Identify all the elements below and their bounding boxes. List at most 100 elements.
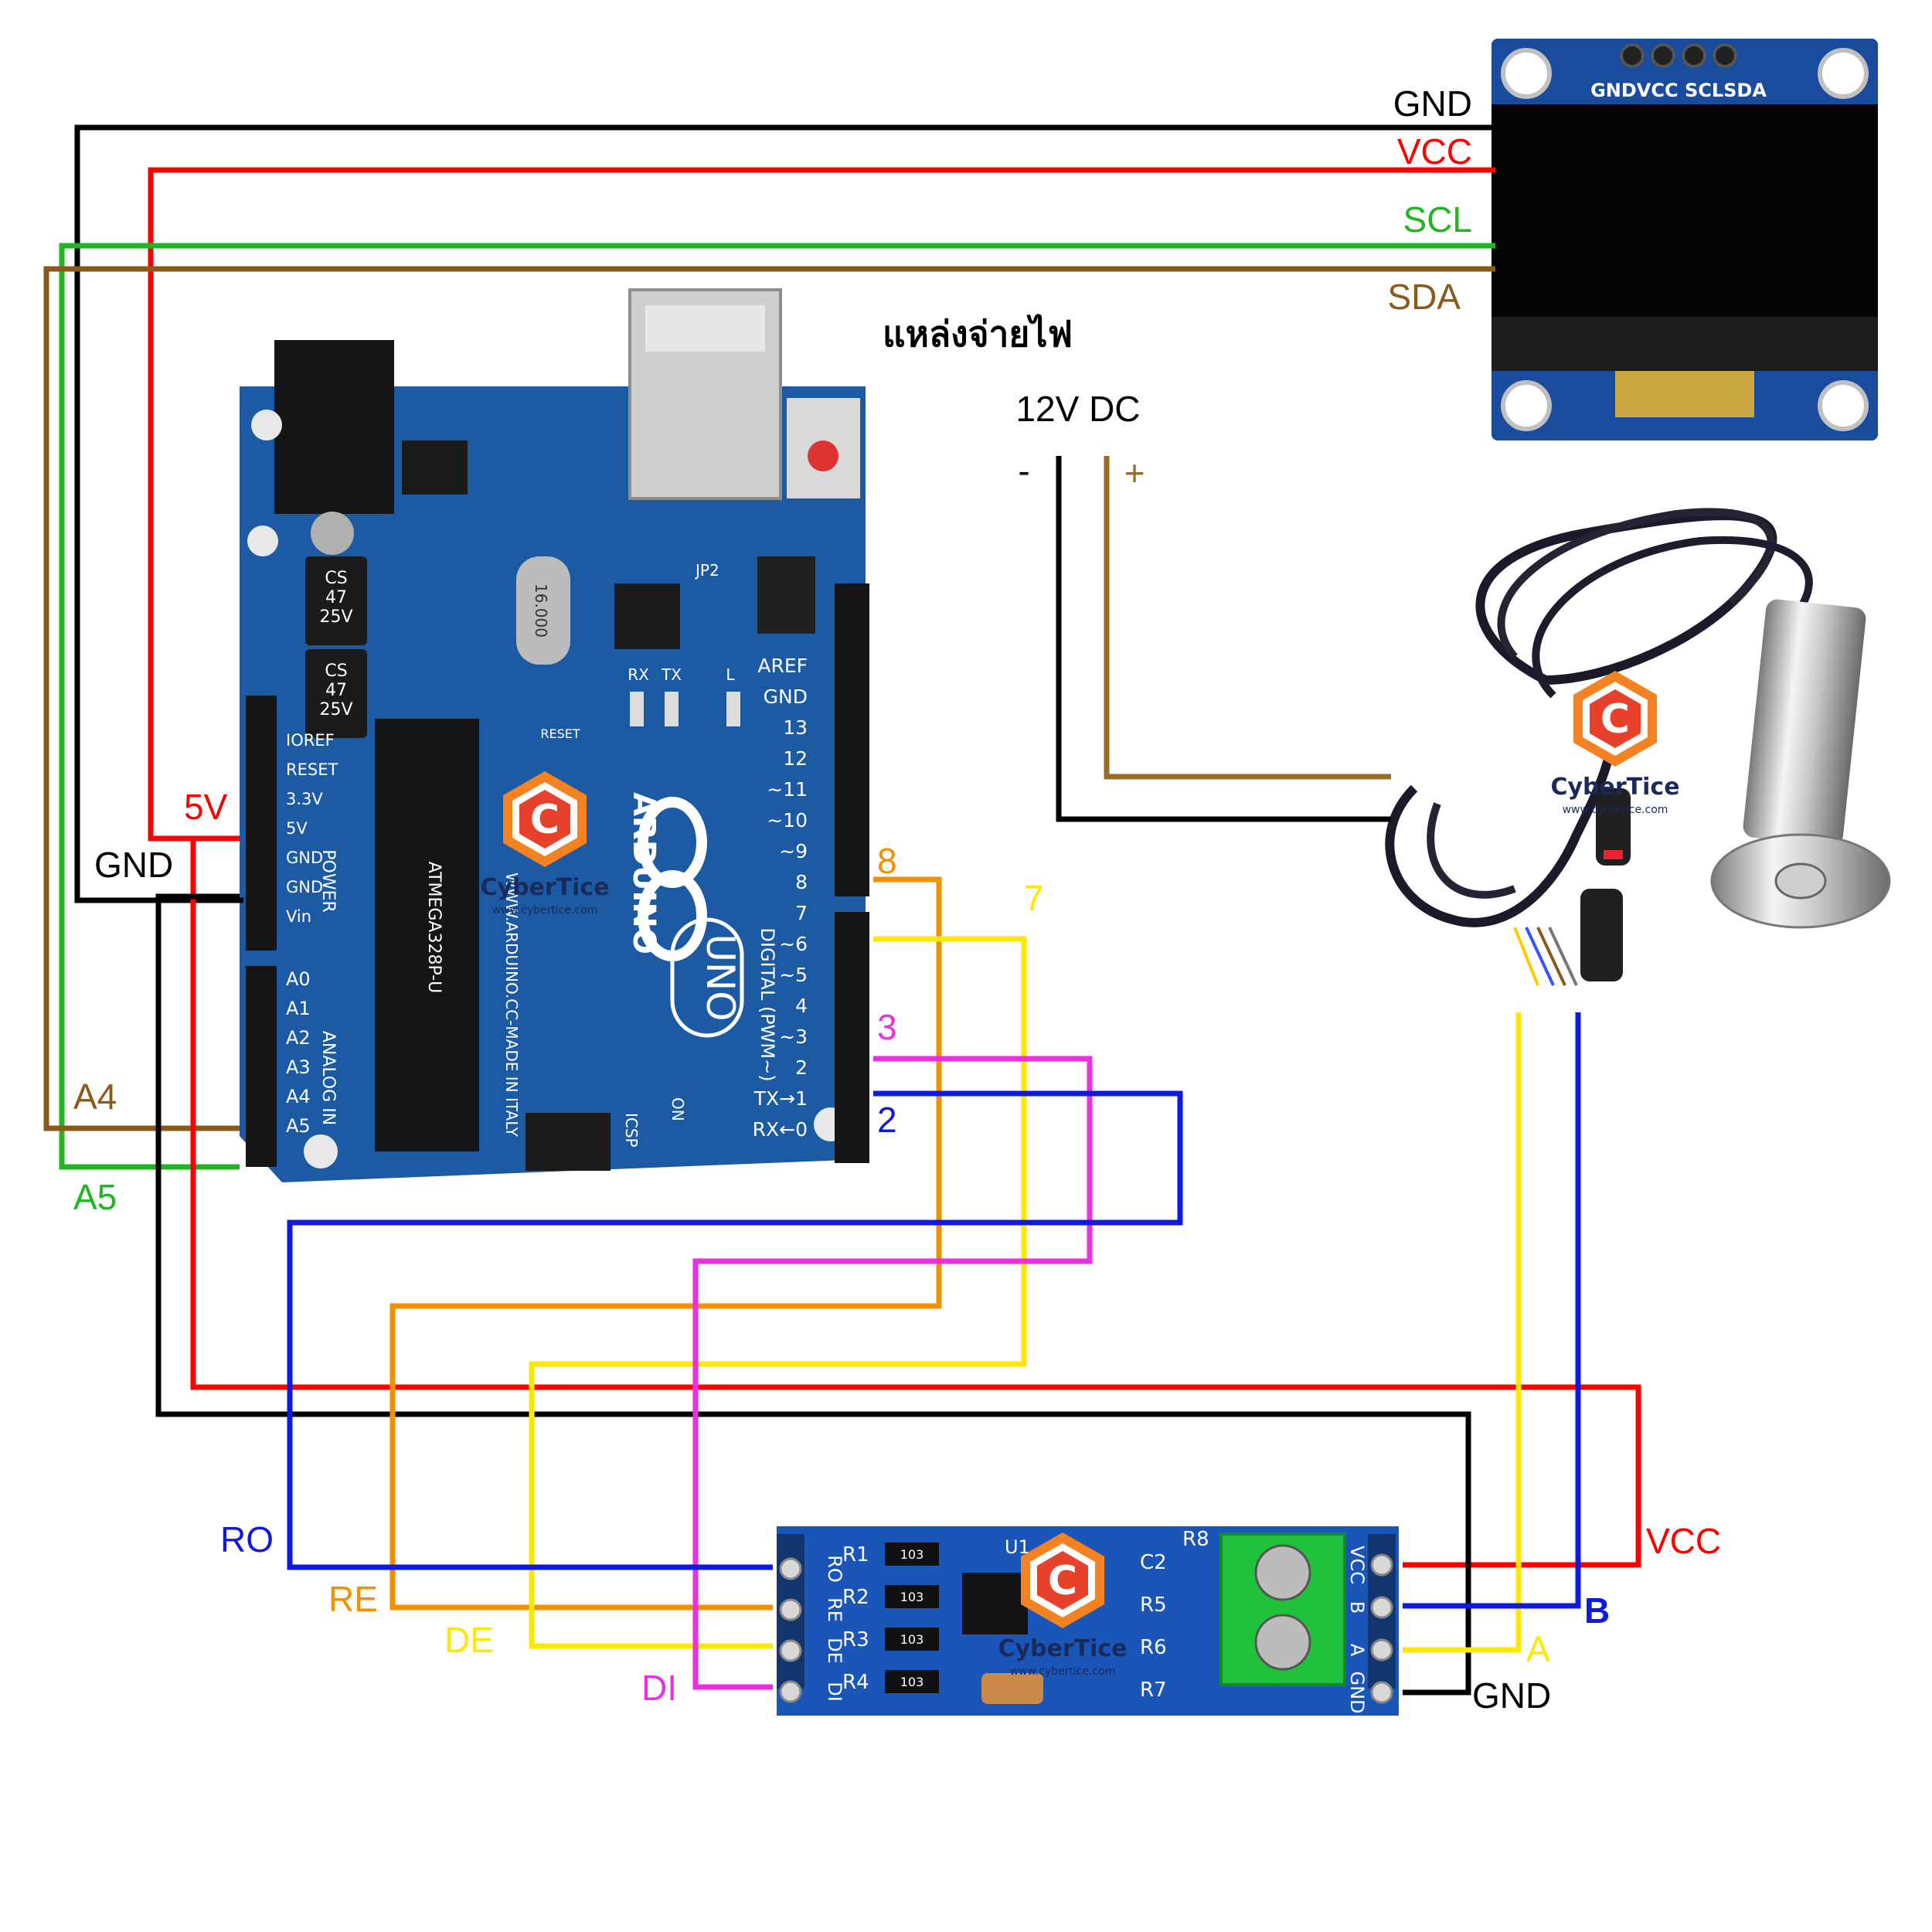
rs485-left-pin-label: DI [824,1682,845,1702]
rs485-left-pin-group: RO RE DE DI [779,1555,845,1703]
label-de: DE [444,1620,494,1660]
tx-led [665,692,679,726]
wire-psu-plus [1104,456,1391,780]
smd-resistor [885,1543,939,1566]
l-label: L [726,665,735,684]
digital-pin-label: ~5 [779,964,808,986]
digital-pin-label: 2 [795,1056,808,1079]
crystal-oscillator [516,556,570,665]
r8-label: R8 [1182,1528,1209,1551]
icsp-label: ICSP [622,1113,641,1148]
label-di: DI [641,1668,677,1708]
rx-led [630,692,644,726]
capacitor-label: 25V [319,700,352,719]
arduino-mount-hole [304,1134,338,1168]
oled-pin-labels: GNDVCC SCLSDA [1590,80,1767,101]
reset-button-cap [808,440,838,471]
atmega-chip [375,719,479,1151]
wire-pin3-di [692,1056,1093,1690]
sensor-connector [1596,788,1631,866]
uno-badge [670,917,744,1038]
resistor-label: R2 [842,1586,869,1609]
analog-header [246,966,277,1167]
logo-url: www.cybertice.com [492,904,598,917]
resistor-code: 103 [900,1632,924,1647]
wire-labels: GND VCC SCL SDA แหล่งจ่ายไฟ 12V DC - + 5… [73,83,1721,1716]
digital-pin-label: TX→1 [753,1087,808,1110]
rs485-right-pin-label: VCC [1346,1546,1368,1584]
label-oled-vcc: VCC [1397,131,1472,172]
capacitor [305,556,367,645]
wire-pin7-de [529,936,1027,1649]
rs485-pin [779,1639,802,1662]
dc-power-jack [274,340,394,514]
max485-chip [962,1573,1028,1634]
digital-pin-label: GND [764,685,808,708]
oled-mount-hole [1501,380,1552,431]
label-re: RE [328,1579,378,1619]
arduino-mount-hole [247,526,278,556]
rs485-left-pin-label: RE [824,1597,845,1622]
power-pin-label: 3.3V [286,790,323,808]
rs485-pin [779,1598,802,1621]
label-oled-sda: SDA [1387,277,1461,317]
oled-mount-hole [1818,48,1869,99]
tx-label: TX [661,665,682,684]
sensor-wire-grey [1548,927,1578,986]
rs485-left-pin-label: RO [824,1555,845,1583]
label-ro: RO [220,1519,274,1560]
oled-pin [1713,43,1737,68]
r7-label: R7 [1140,1679,1167,1702]
rs485-right-pin-label: B [1346,1601,1368,1614]
l-led [726,692,740,726]
cybertice-logo: C CyberTice www.cybertice.com [998,1532,1128,1678]
sensor-body [1743,599,1866,846]
analog-pin-label: A0 [286,968,311,990]
c2-label: C2 [1140,1551,1167,1574]
digital-pin-label: 12 [783,747,808,770]
digital-pin-label: 7 [795,902,808,924]
logo-name: CyberTice [480,874,609,901]
label-vcc-right: VCC [1646,1521,1721,1561]
logo-url: www.cybertice.com [1563,804,1668,816]
sensor-cable-loop [1497,508,1775,660]
smd-resistor [885,1670,939,1693]
cybertice-logo: C CyberTice www.cybertice.com [1550,671,1680,816]
logo-url: www.cybertice.com [1010,1665,1116,1678]
wires [43,124,1641,1696]
power-supply-title: แหล่งจ่ายไฟ [883,314,1073,354]
capacitor-label: 25V [319,607,352,627]
logo-letter: C [530,797,560,843]
wire-sensor-a [1403,1012,1522,1653]
wire-psu-minus [1056,456,1391,822]
label-pin3: 3 [877,1007,897,1047]
sensor-cable [1427,802,1516,899]
resistor-label: R1 [842,1543,869,1566]
arduino-mount-hole [251,410,282,440]
power-pin-label: IOREF [286,731,335,750]
analog-pin-label: A2 [286,1027,311,1049]
digital-pin-label: 13 [783,716,808,739]
wire-pin8-re [389,876,942,1611]
rs485-right-pin-label: A [1346,1644,1368,1657]
resistor-code: 103 [900,1590,924,1604]
digital-header-high [835,583,869,896]
label-5v: 5V [184,787,228,827]
uno-label: UNO [698,934,743,1021]
label-oled-scl: SCL [1403,199,1472,240]
wire-oled-scl [59,243,1495,1170]
rs485-pin [1370,1596,1393,1619]
digital-pin-label: RX←0 [753,1118,808,1141]
digital-pin-label: 8 [795,871,808,893]
wire-pin2-ro [287,1090,1183,1570]
terminal-screw [1254,1544,1311,1601]
analog-header-label: ANALOG IN [318,1031,338,1125]
sensor-wire-brown [1536,927,1566,986]
dc-jack-pin [311,512,354,555]
rs485-left-pin-label: DE [824,1638,845,1664]
oled-mount-hole [1501,48,1552,99]
digital-pin-label: ~9 [779,840,808,862]
